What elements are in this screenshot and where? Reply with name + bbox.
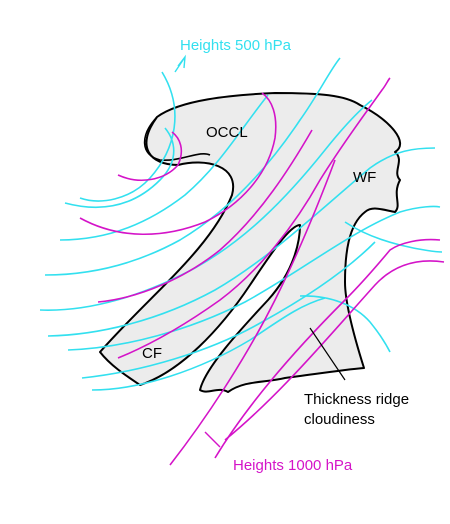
cloud-hook-inner-outline xyxy=(143,116,211,161)
occl-label: OCCL xyxy=(206,124,248,141)
thickness-ridge-pointer xyxy=(309,327,346,381)
thickness-ridge-label-line2: cloudiness xyxy=(304,411,375,428)
cloud-band xyxy=(99,92,401,393)
thickness-ridge-label-line1: Thickness ridge xyxy=(304,391,409,408)
cf-label: CF xyxy=(142,345,162,362)
wf-label: WF xyxy=(353,169,376,186)
heights-1000-contours xyxy=(79,77,445,466)
heights-500-label: Heights 500 hPa xyxy=(180,37,292,54)
heights-1000-label: Heights 1000 hPa xyxy=(233,457,353,474)
